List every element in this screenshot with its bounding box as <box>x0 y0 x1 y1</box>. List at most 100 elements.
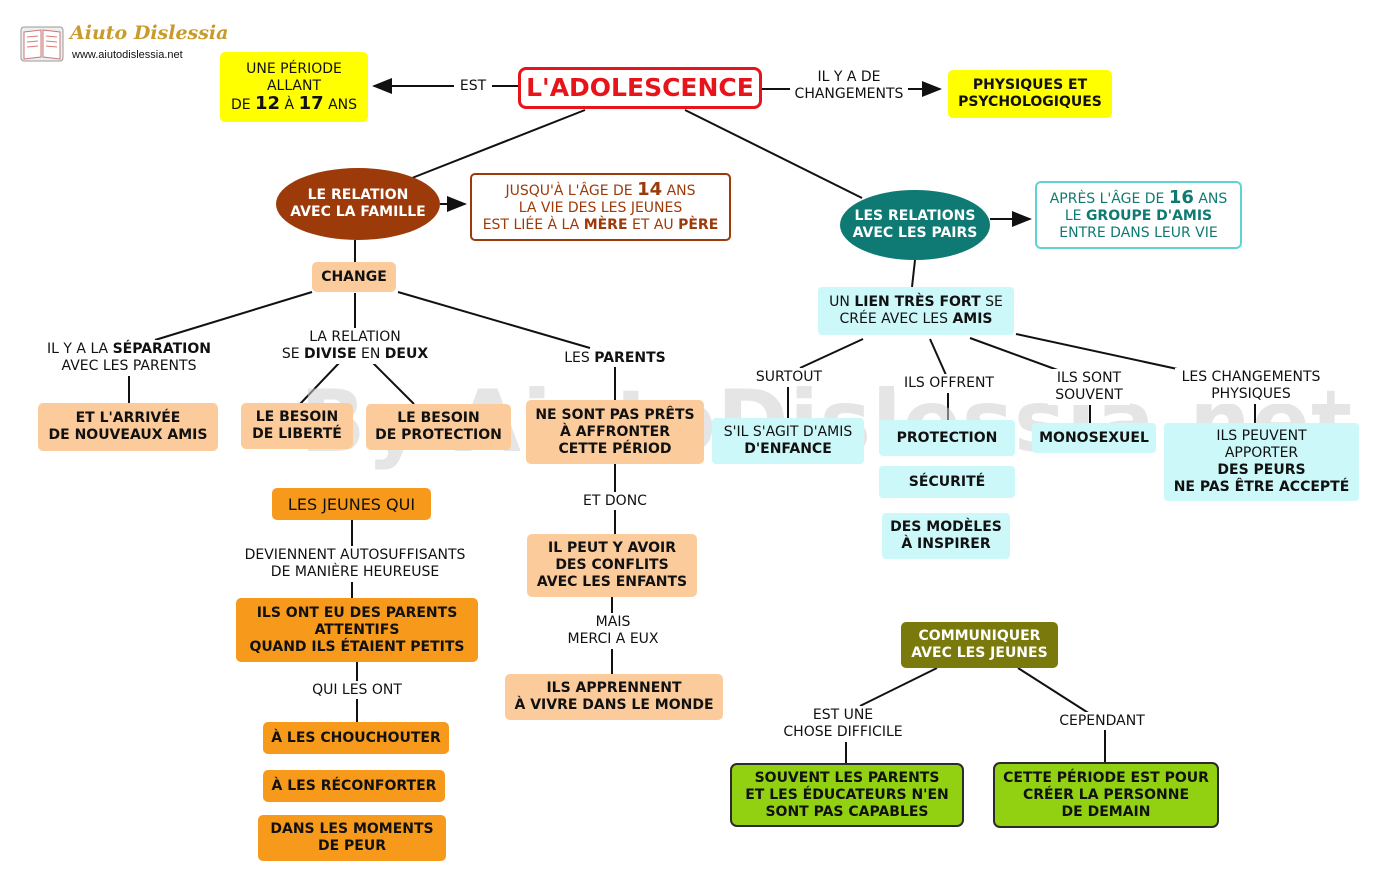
link-changements-physiques: LES CHANGEMENTS PHYSIQUES <box>1175 368 1327 404</box>
apres-groupe: GROUPE D'AMIS <box>1085 207 1213 224</box>
apprennent-node: ILS APPRENNENT À VIVRE DANS LE MONDE <box>505 674 723 720</box>
link-changements: IL Y A DE CHANGEMENTS <box>790 68 908 104</box>
link-parents-a: LES <box>564 349 595 366</box>
lien-line1: UN LIEN TRÈS FORT SE <box>829 294 1003 311</box>
securite-text: SÉCURITÉ <box>908 473 986 490</box>
link-est-text: EST <box>459 77 487 94</box>
link-divise: LA RELATION SE DIVISE EN DEUX <box>274 328 436 364</box>
apres-16: 16 <box>1168 186 1194 208</box>
protection-need-node: LE BESOIN DE PROTECTION <box>366 404 511 450</box>
capables-line1: SOUVENT LES PARENTS <box>754 769 940 786</box>
link-etdonc: ET DONC <box>573 492 657 510</box>
link-divise-c: EN <box>356 346 385 362</box>
logo-name: Aiuto Dislessia <box>70 22 229 44</box>
link-divise-b: DIVISE <box>304 346 357 362</box>
link-deviennent-line1: DEVIENNENT AUTOSUFFISANTS <box>244 547 466 563</box>
arrivee-line2: DE NOUVEAUX AMIS <box>48 427 208 443</box>
jusqua-line2: LA VIE DES LES JEUNES <box>518 199 683 216</box>
apres-c: LE <box>1064 207 1086 224</box>
peur-line2: DE PEUR <box>317 838 387 854</box>
jusqua-14: 14 <box>637 178 663 200</box>
periode-line1: UNE PÉRIODE <box>246 60 342 77</box>
communiquer-line1: COMMUNIQUER <box>918 628 1041 644</box>
famille-line2: AVEC LA FAMILLE <box>290 204 426 220</box>
lien-node: UN LIEN TRÈS FORT SE CRÉE AVEC LES AMIS <box>818 287 1014 335</box>
logo-url: www.aiutodislessia.net <box>72 49 183 61</box>
modeles-line2: À INSPIRER <box>901 536 991 552</box>
demain-line2: CRÉER LA PERSONNE <box>1022 786 1190 803</box>
link-parents-b: PARENTS <box>594 349 666 366</box>
periode-ans: ANS <box>323 96 358 113</box>
link-deviennent: DEVIENNENT AUTOSUFFISANTS DE MANIÈRE HEU… <box>232 546 478 582</box>
title-text: L'ADOLESCENCE <box>526 73 754 102</box>
protection-node: PROTECTION <box>879 420 1015 456</box>
liberte-node: LE BESOIN DE LIBERTÉ <box>241 403 353 449</box>
chouchouter-node: À LES CHOUCHOUTER <box>263 722 449 754</box>
link-changements-physiques-line2: PHYSIQUES <box>1211 386 1291 402</box>
modeles-line1: DES MODÈLES <box>890 519 1002 535</box>
reconforter-text: À LES RÉCONFORTER <box>271 777 437 794</box>
attentifs-node: ILS ONT EU DES PARENTS ATTENTIFS QUAND I… <box>236 598 478 662</box>
link-cependant-text: CEPENDANT <box>1059 712 1145 729</box>
prets-line1: NE SONT PAS PRÊTS <box>535 406 695 423</box>
link-changements-line1: IL Y A DE <box>817 69 881 85</box>
link-divise-line1: LA RELATION <box>309 329 401 345</box>
modeles-node: DES MODÈLES À INSPIRER <box>882 513 1010 559</box>
apprennent-line2: À VIVRE DANS LE MONDE <box>514 697 714 713</box>
link-cependant: CEPENDANT <box>1053 712 1151 730</box>
link-souvent: ILS SONT SOUVENT <box>1048 369 1130 405</box>
link-changements-physiques-line1: LES CHANGEMENTS <box>1181 369 1321 385</box>
link-divise-line2: SE DIVISE EN DEUX <box>282 346 428 363</box>
periode-a: À <box>280 96 299 113</box>
jusqua-d: ET AU <box>627 216 679 233</box>
link-offrent-text: ILS OFFRENT <box>904 374 994 391</box>
link-deviennent-line2: DE MANIÈRE HEUREUSE <box>270 564 440 580</box>
enfance-node: S'IL S'AGIT D'AMIS D'ENFANCE <box>712 418 864 464</box>
lien-e: AMIS <box>952 311 993 327</box>
apres-line2: LE GROUPE D'AMIS <box>1065 208 1212 225</box>
link-divise-a: SE <box>281 346 305 362</box>
link-changements-line2: CHANGEMENTS <box>794 86 904 102</box>
link-est: EST <box>454 77 492 95</box>
pairs-node: LES RELATIONS AVEC LES PAIRS <box>840 190 990 260</box>
communiquer-node: COMMUNIQUER AVEC LES JEUNES <box>901 622 1058 668</box>
peurs-line3: DES PEURS <box>1217 462 1306 478</box>
lien-a: UN <box>829 294 855 310</box>
jusqua-node: JUSQU'À L'ÂGE DE 14 ANS LA VIE DES LES J… <box>470 173 731 241</box>
physiques-node: PHYSIQUES ET PSYCHOLOGIQUES <box>948 70 1112 118</box>
jusqua-c: EST LIÉE À LA <box>482 216 584 233</box>
lien-b: LIEN TRÈS FORT <box>854 294 981 310</box>
enfance-line1: S'IL S'AGIT D'AMIS <box>723 424 853 440</box>
attentifs-line3: QUAND ILS ÉTAIENT PETITS <box>249 638 465 655</box>
link-mais: MAIS MERCI A EUX <box>560 613 666 649</box>
conflits-line3: AVEC LES ENFANTS <box>536 574 688 590</box>
protection-need-line2: DE PROTECTION <box>375 427 502 443</box>
peurs-line2: APPORTER <box>1224 445 1299 461</box>
link-surtout: SURTOUT <box>750 368 828 386</box>
conflits-line1: IL PEUT Y AVOIR <box>548 540 676 556</box>
capables-node: SOUVENT LES PARENTS ET LES ÉDUCATEURS N'… <box>730 763 964 827</box>
prets-line3: CETTE PÉRIOD <box>558 440 672 457</box>
liberte-line2: DE LIBERTÉ <box>252 426 342 442</box>
change-node: CHANGE <box>312 262 396 292</box>
demain-line3: DE DEMAIN <box>1061 803 1151 820</box>
peurs-line1: ILS PEUVENT <box>1216 428 1307 444</box>
physiques-line2: PSYCHOLOGIQUES <box>958 94 1102 110</box>
jusqua-line3: EST LIÉE À LA MÈRE ET AU PÈRE <box>483 217 719 234</box>
famille-node: LE RELATION AVEC LA FAMILLE <box>276 168 440 240</box>
apprennent-line1: ILS APPRENNENT <box>546 680 682 696</box>
link-separation-a: IL Y A LA <box>47 341 113 357</box>
link-separation: IL Y A LA SÉPARATION AVEC LES PARENTS <box>38 340 220 376</box>
periode-line2: ALLANT <box>266 77 322 94</box>
link-divise-d: DEUX <box>384 346 429 362</box>
protection-need-line1: LE BESOIN <box>397 410 480 426</box>
pairs-line2: AVEC LES PAIRS <box>852 225 978 241</box>
link-difficile-line1: EST UNE <box>812 707 874 723</box>
link-parents: LES PARENTS <box>558 349 672 367</box>
communiquer-line2: AVEC LES JEUNES <box>911 645 1048 661</box>
securite-node: SÉCURITÉ <box>879 466 1015 498</box>
periode-de: DE <box>230 96 256 113</box>
change-text: CHANGE <box>321 268 387 285</box>
attentifs-line1: ILS ONT EU DES PARENTS <box>256 604 458 621</box>
link-offrent: ILS OFFRENT <box>894 374 1004 392</box>
